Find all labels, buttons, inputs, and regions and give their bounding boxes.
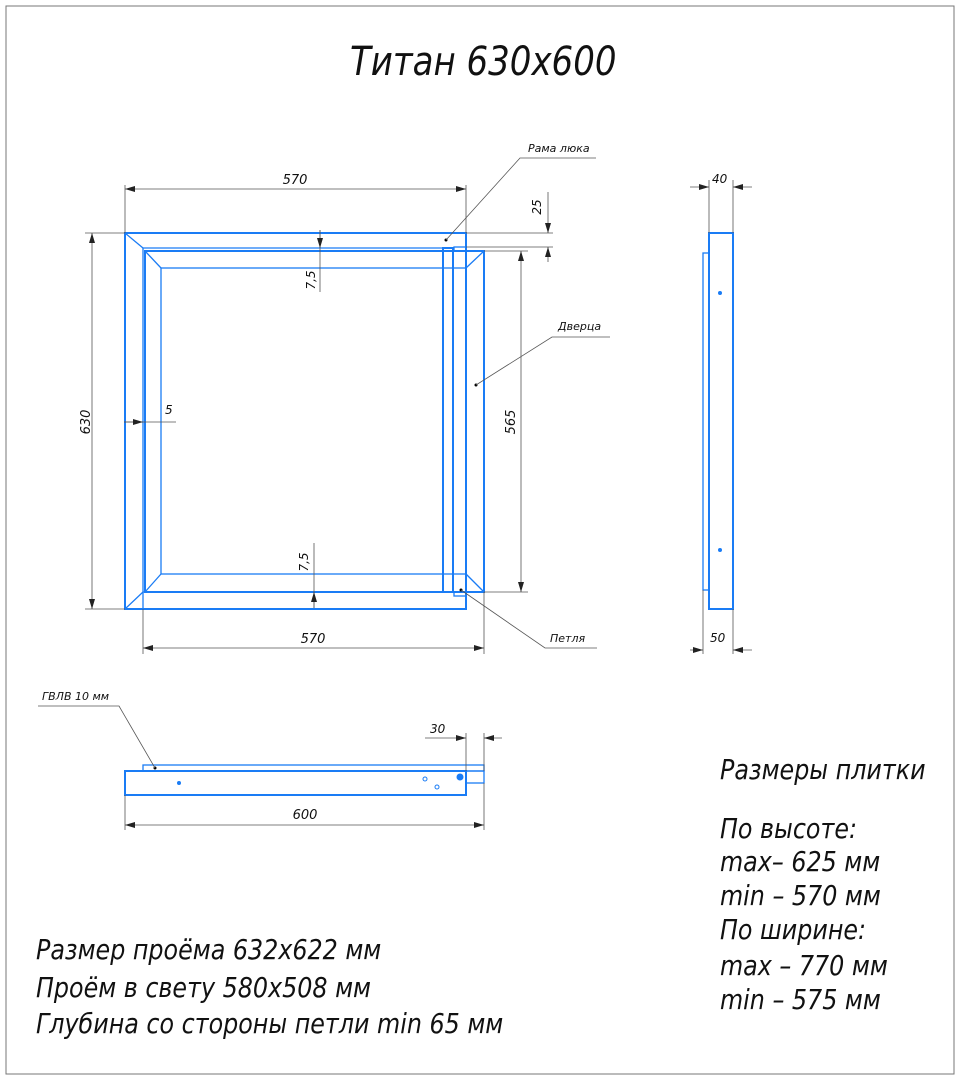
dim-gap-left: 5 <box>165 403 173 417</box>
door-opening <box>160 267 467 575</box>
dim-side-40: 40 <box>712 172 728 186</box>
dim-offset-25: 25 <box>530 199 544 214</box>
tile-width-label: По ширине: <box>720 913 867 946</box>
note-clear-opening: Проём в свету 580x508 мм <box>36 971 372 1004</box>
frame-outline <box>124 232 467 610</box>
dim-gap-bottom: 7,5 <box>297 552 311 571</box>
front-dimensions: 570 630 570 565 25 7,5 7,5 5 <box>79 173 553 654</box>
front-view <box>124 232 485 610</box>
dim-bottom-30: 30 <box>430 722 446 736</box>
dim-gap-top: 7,5 <box>304 270 318 289</box>
dim-door-height: 565 <box>504 410 519 435</box>
dim-height: 630 <box>79 410 94 435</box>
tile-sizes-heading: Размеры плитки <box>720 753 926 786</box>
tile-width-min: min – 575 мм <box>720 983 881 1016</box>
note-opening-size: Размер проёма 632x622 мм <box>36 933 382 966</box>
tile-width-max: max – 770 мм <box>720 949 888 982</box>
dim-bottom-600: 600 <box>293 808 318 823</box>
tile-height-label: По высоте: <box>720 812 858 845</box>
dim-bottom-width: 570 <box>301 632 326 647</box>
label-door: Дверца <box>557 320 601 333</box>
tile-height-min: min – 570 мм <box>720 879 881 912</box>
tile-height-max: max– 625 мм <box>720 845 881 878</box>
label-gvlv: ГВЛВ 10 мм <box>42 690 109 703</box>
sheet-border <box>5 5 955 1075</box>
side-view: 40 50 <box>690 172 752 654</box>
dim-side-50: 50 <box>710 631 726 645</box>
door-outline <box>144 250 485 593</box>
dim-top-width: 570 <box>283 173 308 188</box>
label-hinge: Петля <box>550 632 585 645</box>
page-title: Титан 630x600 <box>350 39 617 85</box>
hinge-bar <box>442 247 454 593</box>
leaders: Рама люка Дверца Петля <box>444 142 610 649</box>
bottom-view: ГВЛВ 10 мм 600 30 <box>38 690 502 830</box>
label-frame: Рама люка <box>528 142 590 155</box>
note-depth: Глубина со стороны петли min 65 мм <box>36 1007 504 1040</box>
